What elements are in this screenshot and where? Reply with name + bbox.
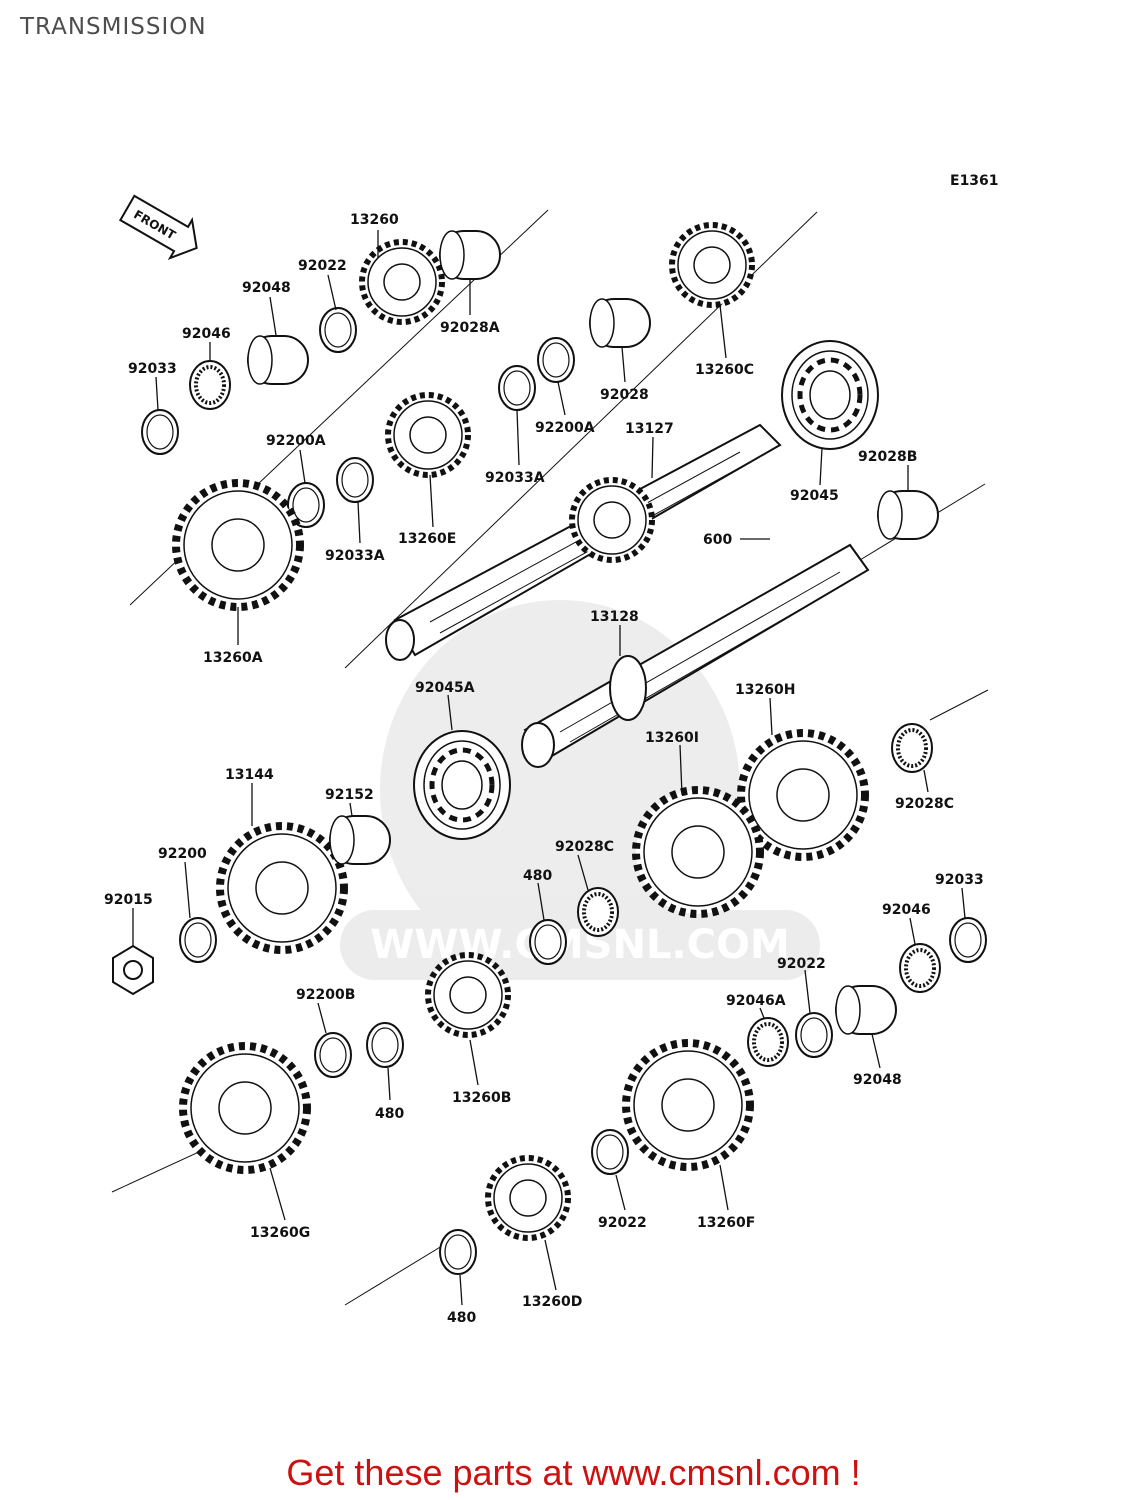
- label-480-b: 480: [375, 1106, 404, 1122]
- label-92033-bottom: 92033: [935, 872, 984, 888]
- label-92048-bottom: 92048: [853, 1072, 902, 1088]
- label-92046-top: 92046: [182, 326, 231, 342]
- needle-bearing-92046-top: [188, 359, 232, 411]
- label-92022-top: 92022: [298, 258, 347, 274]
- washer-92200A-right: [537, 337, 575, 383]
- output-shaft: [521, 543, 870, 768]
- label-92022-middle: 92022: [777, 956, 826, 972]
- label-92200A-left: 92200A: [266, 433, 326, 449]
- label-13260A: 13260A: [203, 650, 263, 666]
- label-13260B: 13260B: [452, 1090, 511, 1106]
- bushing-92028A: [439, 230, 501, 280]
- label-92028B: 92028B: [858, 449, 917, 465]
- leader-lines: [132, 230, 966, 1306]
- nut-92015: [112, 944, 154, 996]
- part-labels: 13260 92022 92048 92046 92033 92028A 922…: [104, 212, 984, 1326]
- gear-13127-integral: [572, 480, 652, 560]
- label-92045: 92045: [790, 488, 839, 504]
- washer-92022-middle: [795, 1012, 833, 1058]
- needle-bearing-92046-bottom: [898, 942, 942, 994]
- sprocket-13144: [220, 826, 344, 950]
- label-92033-top: 92033: [128, 361, 177, 377]
- label-480-c: 480: [447, 1310, 476, 1326]
- gear-13260A: [176, 483, 300, 607]
- label-92028C-right: 92028C: [895, 796, 954, 812]
- washer-92200B: [314, 1032, 352, 1078]
- gear-13260B: [428, 955, 508, 1035]
- label-92028A: 92028A: [440, 320, 500, 336]
- ball-bearing-92045: [782, 341, 878, 449]
- circlip-480-a: [529, 919, 567, 965]
- front-arrow-icon: FRONT: [118, 194, 198, 260]
- gear-13260I: [636, 790, 760, 914]
- circlip-480-b: [366, 1022, 404, 1068]
- needle-bearing-92046A: [746, 1016, 790, 1068]
- figure-code: E1361: [950, 173, 999, 189]
- circlip-480-c: [439, 1229, 477, 1275]
- label-13260: 13260: [350, 212, 399, 228]
- needle-bearing-92028C-right: [890, 722, 934, 774]
- label-92152: 92152: [325, 787, 374, 803]
- label-92033A-right: 92033A: [485, 470, 545, 486]
- gear-13260F: [626, 1043, 750, 1167]
- label-92200A-right: 92200A: [535, 420, 595, 436]
- footer-promo-link[interactable]: Get these parts at www.cmsnl.com !: [286, 1452, 861, 1493]
- label-92200B: 92200B: [296, 987, 355, 1003]
- label-13144: 13144: [225, 767, 274, 783]
- label-13127: 13127: [625, 421, 674, 437]
- gear-13260E: [388, 395, 468, 475]
- label-13260D: 13260D: [522, 1294, 582, 1310]
- label-13260G: 13260G: [250, 1225, 310, 1241]
- label-92045A: 92045A: [415, 680, 475, 696]
- label-600: 600: [703, 532, 732, 548]
- collar-92152: [329, 815, 391, 865]
- label-92028C-middle: 92028C: [555, 839, 614, 855]
- label-13260C: 13260C: [695, 362, 754, 378]
- circlip-92033A-left: [336, 457, 374, 503]
- needle-bearing-92028C-middle: [576, 886, 620, 938]
- gear-13260G: [183, 1046, 307, 1170]
- transmission-exploded-diagram: WWW.CMSNL.COM E1361 FRONT: [104, 173, 999, 1326]
- label-92048-top: 92048: [242, 280, 291, 296]
- circlip-92033-bottom: [949, 917, 987, 963]
- bushing-92028B: [877, 490, 939, 540]
- label-92022-bottom: 92022: [598, 1215, 647, 1231]
- label-92015: 92015: [104, 892, 153, 908]
- label-13260I: 13260I: [645, 730, 699, 746]
- label-480-a: 480: [523, 868, 552, 884]
- label-13260H: 13260H: [735, 682, 795, 698]
- gear-13260: [362, 242, 442, 322]
- label-92046-bottom: 92046: [882, 902, 931, 918]
- label-13260E: 13260E: [398, 531, 456, 547]
- bushing-92048-bottom: [835, 985, 897, 1035]
- ball-bearing-92045A: [414, 731, 510, 839]
- circlip-92033A-right: [498, 365, 536, 411]
- circlip-92033-top: [141, 409, 179, 455]
- label-92046A: 92046A: [726, 993, 786, 1009]
- label-13128: 13128: [590, 609, 639, 625]
- label-92200: 92200: [158, 846, 207, 862]
- bushing-92028: [589, 298, 651, 348]
- label-92028: 92028: [600, 387, 649, 403]
- gear-13260D: [488, 1158, 568, 1238]
- label-13260F: 13260F: [697, 1215, 755, 1231]
- washer-92200: [179, 917, 217, 963]
- gear-13260C: [672, 225, 752, 305]
- washer-92022-bottom: [591, 1129, 629, 1175]
- watermark-text: WWW.CMSNL.COM: [370, 922, 790, 968]
- bushing-92048-top: [247, 335, 309, 385]
- label-92033A-left: 92033A: [325, 548, 385, 564]
- washer-92022-top: [319, 307, 357, 353]
- page-title: TRANSMISSION: [20, 14, 207, 40]
